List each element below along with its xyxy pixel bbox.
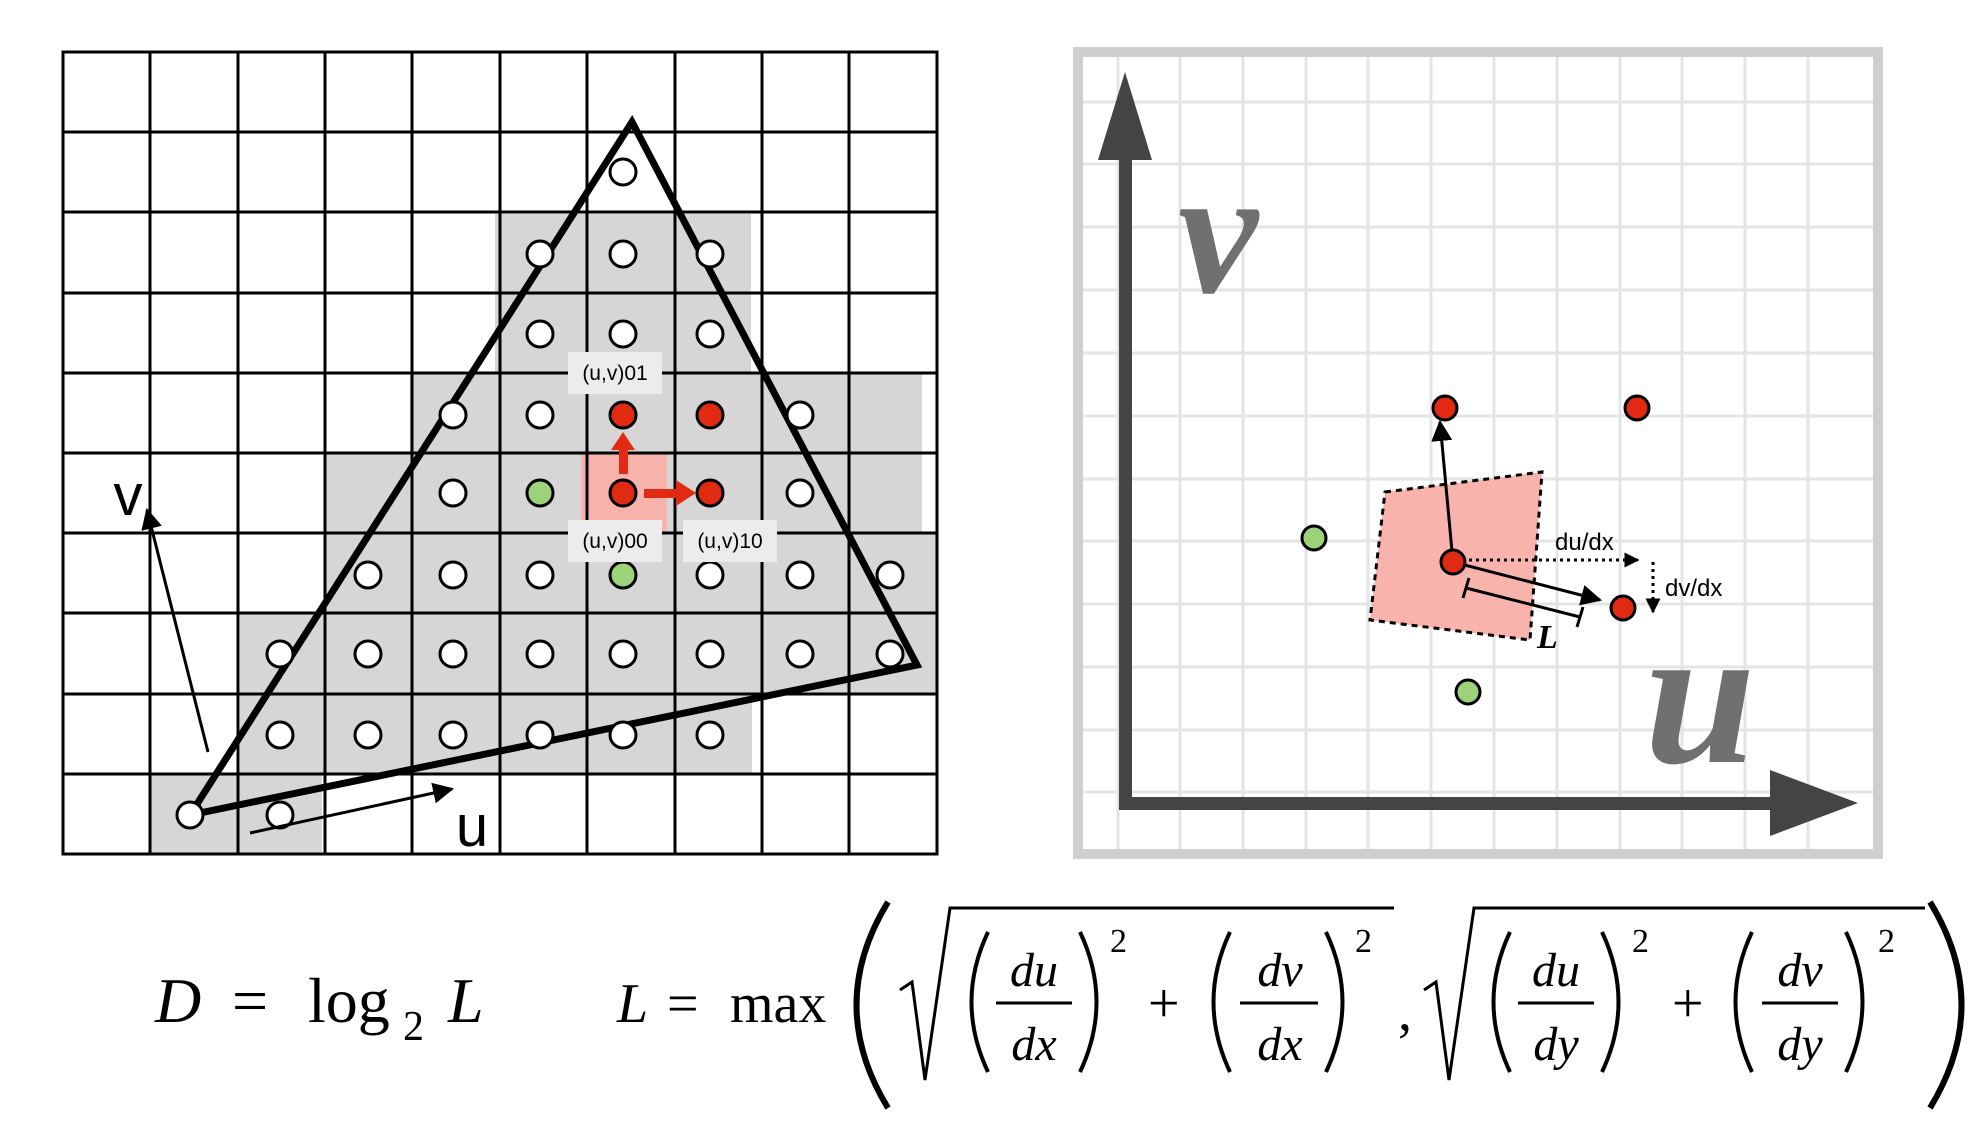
paren-2-open	[1211, 931, 1232, 1073]
paren-3-open	[1491, 931, 1512, 1073]
u-axis-label-large: u	[1644, 585, 1755, 806]
label-uv00-bg	[568, 520, 662, 562]
frac-3-num: du	[1532, 944, 1580, 997]
formula-log: log	[308, 965, 390, 1036]
label-uv00: (u,v)00	[582, 530, 647, 553]
paren-4-close	[1844, 931, 1865, 1073]
paren-2-close	[1324, 931, 1345, 1073]
label-uv01: (u,v)01	[582, 362, 647, 385]
frac-4-num: dv	[1777, 944, 1823, 997]
formula-log-base: 2	[403, 1004, 424, 1050]
v-axis-arrow	[141, 507, 210, 753]
label-uv10-bg	[683, 520, 777, 562]
formula-open-paren	[853, 900, 891, 1110]
sample-points	[175, 157, 905, 830]
u-axis-label: u	[456, 794, 488, 859]
paren-1-close	[1078, 931, 1099, 1073]
frac-1-den: dx	[1011, 1018, 1056, 1071]
label-uv01-bg	[568, 352, 662, 394]
frac-4-den: dy	[1777, 1018, 1823, 1071]
frac-2-num: dv	[1257, 944, 1303, 997]
length-label: L	[1536, 619, 1558, 656]
du-dx-label: du/dx	[1555, 529, 1614, 556]
pow-1: 2	[1110, 923, 1127, 960]
paren-3-close	[1600, 931, 1621, 1073]
plus-2: +	[1672, 973, 1704, 1035]
frac-3-den: dy	[1533, 1018, 1579, 1071]
v-derivative-arrow	[1431, 419, 1455, 563]
formula-comma: ,	[1398, 981, 1412, 1043]
label-uv10: (u,v)10	[697, 530, 762, 553]
pow-4: 2	[1878, 923, 1895, 960]
u-axis-arrow	[249, 782, 455, 835]
right-panel: v u du/dx dv/dx L	[1073, 47, 1883, 859]
formula-sqrt-1	[899, 906, 1394, 1081]
frac-1-num: du	[1010, 944, 1058, 997]
length-marker	[1461, 577, 1585, 628]
left-panel: (u,v)01 (u,v)00 (u,v)10 v u	[61, 50, 939, 859]
v-axis-label-large: v	[1178, 132, 1260, 331]
pow-3: 2	[1632, 923, 1649, 960]
texel-samples	[1300, 394, 1651, 706]
formula-eq-2: =	[667, 973, 699, 1035]
formula-l: L	[616, 973, 648, 1035]
paren-1-open	[969, 931, 990, 1073]
formula-log-arg: L	[447, 965, 484, 1036]
formula-d: D	[154, 965, 201, 1036]
formula: D = log 2 L L = max du dx 2 + dv dx 2 , …	[154, 900, 1965, 1110]
paren-4-open	[1733, 931, 1754, 1073]
formula-eq-1: =	[232, 965, 268, 1036]
left-grid	[61, 50, 939, 856]
u-derivative-arrow	[1452, 560, 1603, 606]
frac-2-den: dx	[1257, 1018, 1302, 1071]
formula-close-paren	[1927, 900, 1965, 1110]
plus-1: +	[1148, 973, 1180, 1035]
pow-2: 2	[1355, 923, 1372, 960]
red-step-arrows	[611, 432, 696, 506]
dv-dx-label: dv/dx	[1665, 575, 1722, 602]
v-axis-label: v	[114, 463, 143, 528]
formula-max: max	[730, 973, 826, 1035]
formula-sqrt-2	[1423, 906, 1925, 1081]
uv-axes	[1098, 72, 1858, 836]
right-frame	[1073, 47, 1883, 859]
